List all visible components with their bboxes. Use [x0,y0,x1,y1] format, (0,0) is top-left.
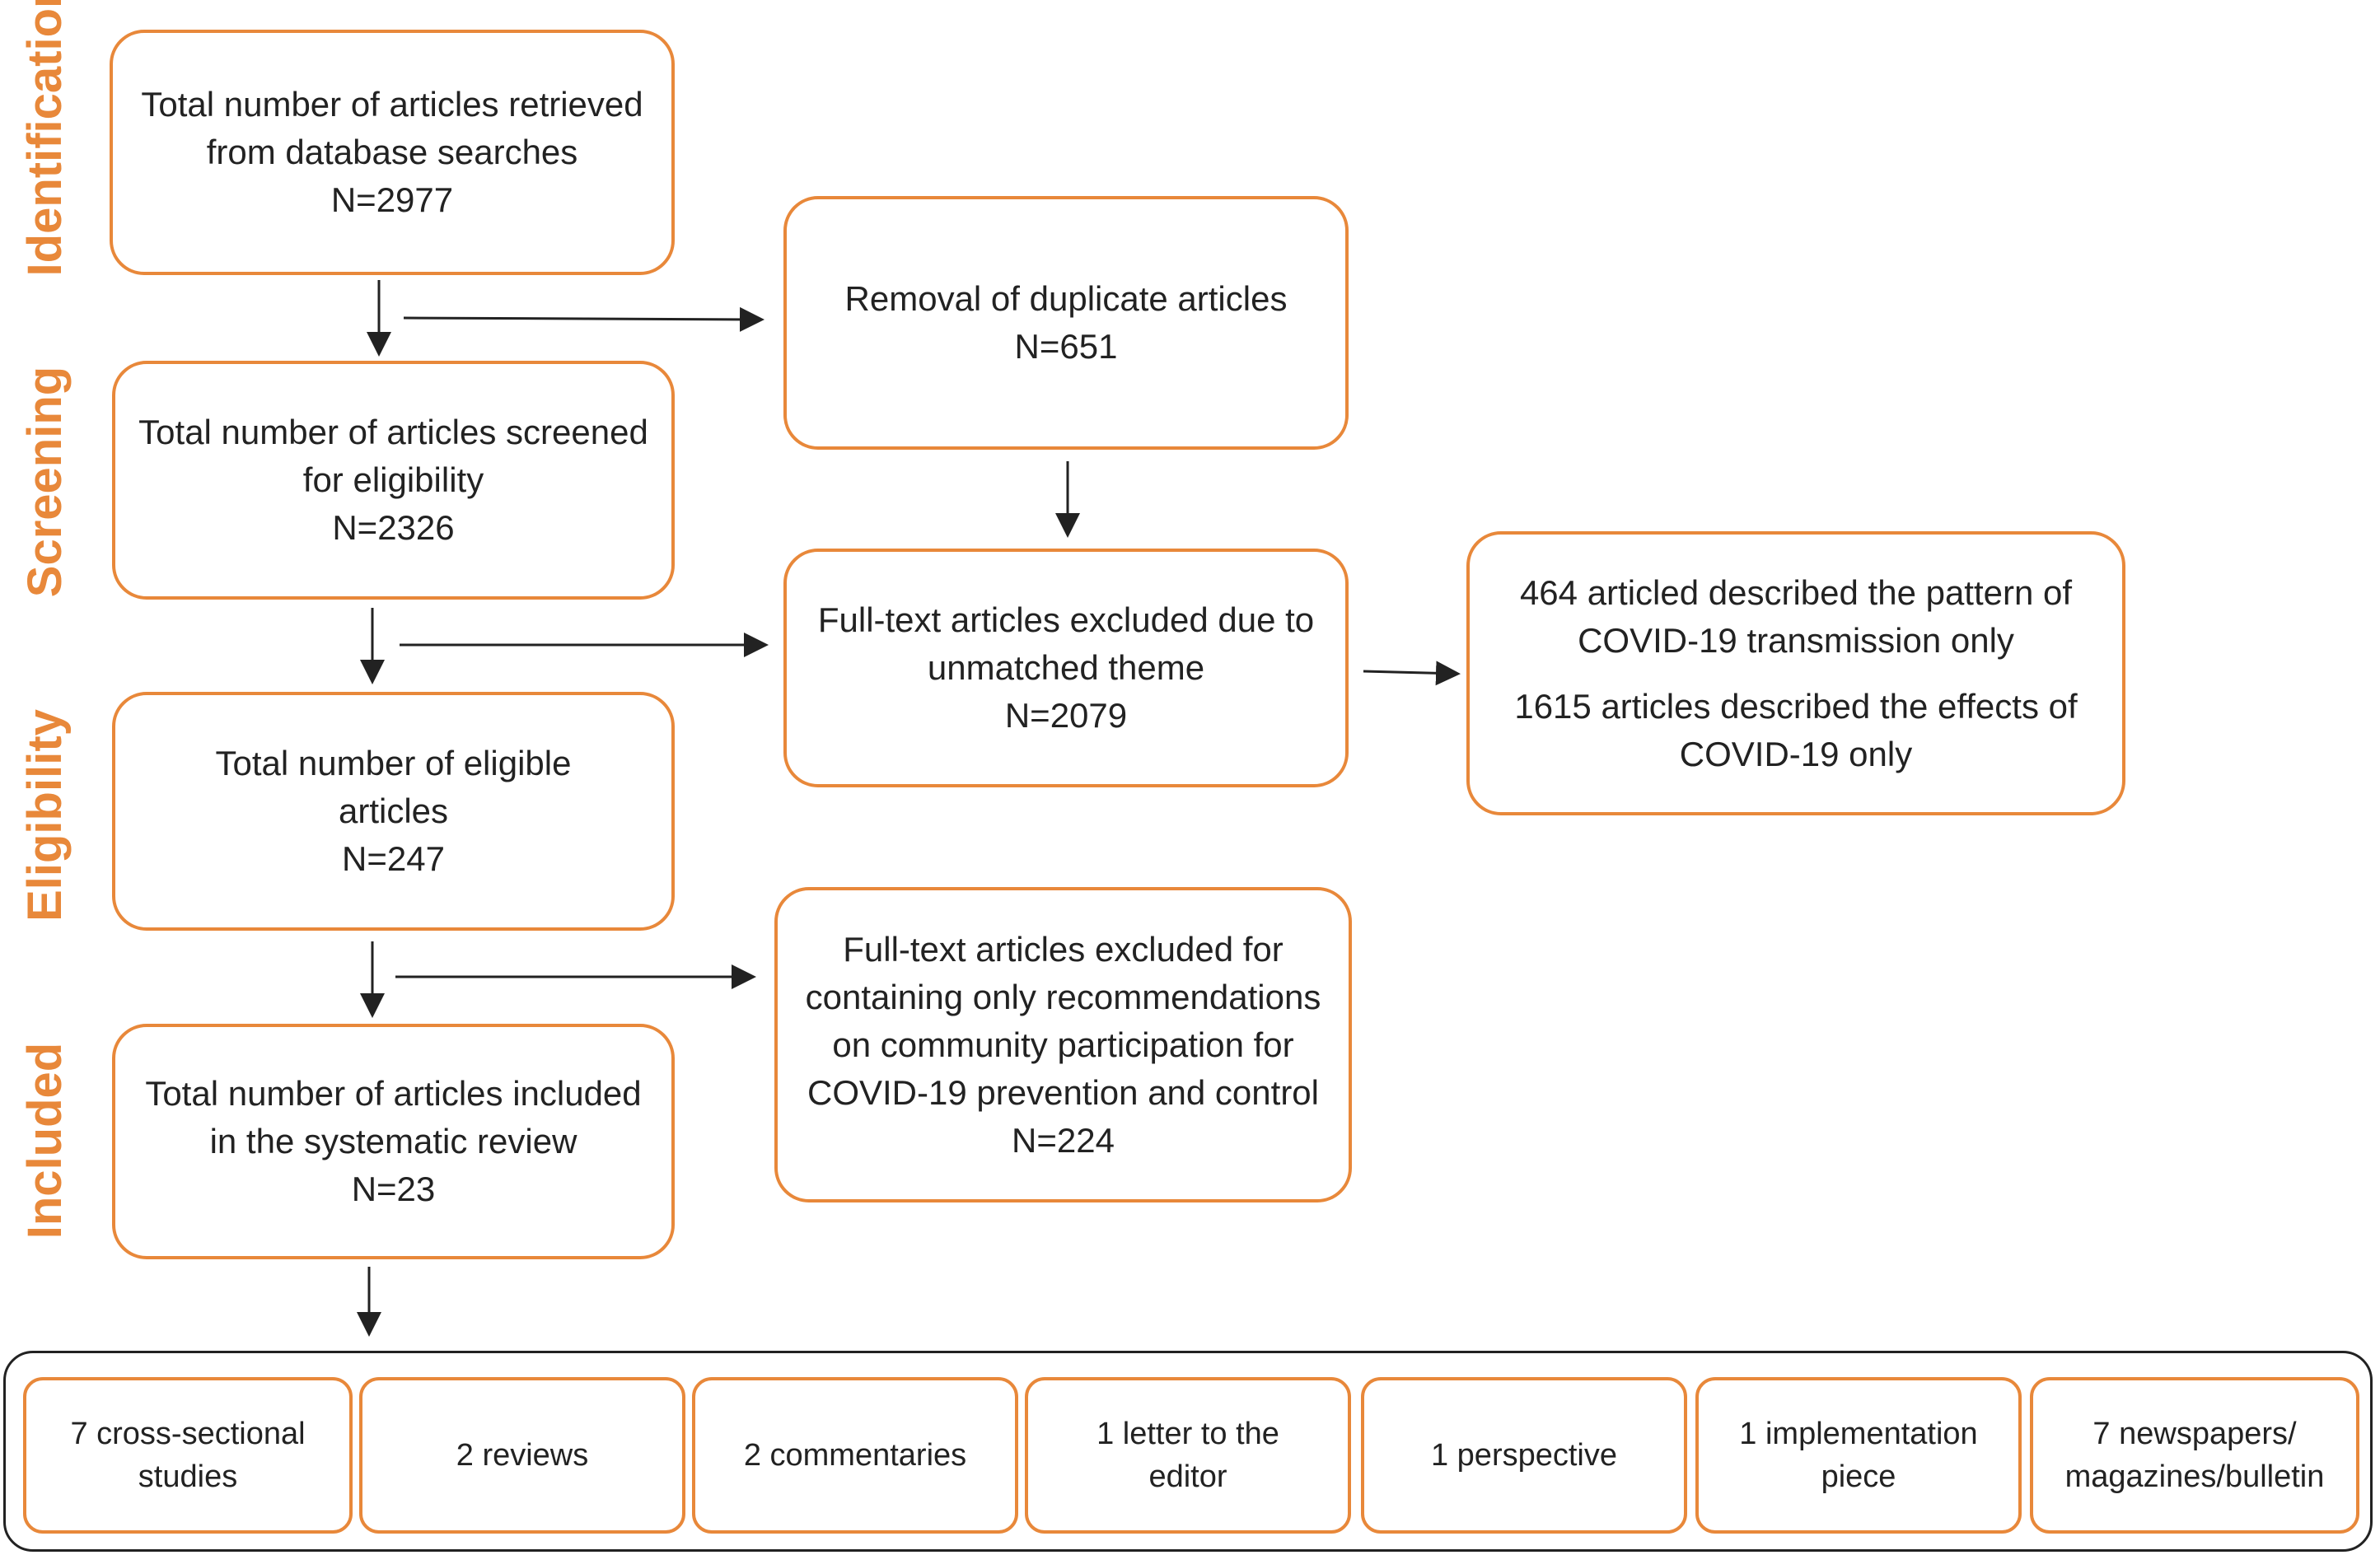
arrow-to-duplicates [403,306,764,332]
study-type-text: studies [138,1459,238,1494]
study-type-text: 7 cross-sectional [70,1417,306,1451]
box-text: in the systematic review [209,1122,577,1160]
study-type-text: 2 commentaries [743,1438,967,1473]
box-text: 464 articled described the pattern of [1519,572,2073,612]
box-text: Total number of articles retrieved [141,85,643,124]
box-text: for eligibility [302,460,484,499]
box-text: on community participation for [832,1025,1294,1064]
study-type-commentaries: 2 commentaries [692,1377,1018,1534]
box-text: Total number of articles screened [138,413,648,451]
box-text: Removal of duplicate articles [844,279,1288,318]
box-text: containing only recommendations [805,977,1321,1016]
box-text: Total number of articles included [145,1074,642,1113]
study-type-letter: 1 letter to the editor [1025,1377,1351,1534]
study-type-cross-sectional: 7 cross-sectional studies [23,1377,353,1534]
study-type-implementation: 1 implementation piece [1695,1377,2022,1534]
study-type-text: piece [1821,1459,1896,1494]
box-text: from database searches [206,133,578,171]
arrow-to-breakdown [1363,661,1461,686]
box-count: N=2977 [330,180,454,219]
included-box: Total number of articles included in the… [112,1024,675,1259]
eligible-box: Total number of eligible articles N=247 [112,692,675,931]
box-text: COVID-19 only [1679,734,1913,773]
box-text: 1615 articles described the effects of [1514,686,2078,726]
study-type-text: magazines/bulletin [2064,1459,2325,1494]
box-text: Full-text articles excluded for [843,929,1284,969]
box-count: N=247 [342,839,445,878]
study-type-text: 1 implementation [1739,1417,1978,1451]
excluded-recommendations-box: Full-text articles excluded for containi… [774,887,1352,1202]
exclusion-breakdown-box: 464 articled described the pattern of CO… [1466,531,2125,815]
box-text: COVID-19 prevention and control [807,1072,1319,1112]
study-type-text: editor [1148,1459,1227,1494]
study-type-reviews: 2 reviews [359,1377,685,1534]
box-count: N=2079 [1004,696,1128,735]
study-type-text: 7 newspapers/ [2092,1417,2297,1451]
study-type-text: 1 perspective [1430,1438,1617,1473]
box-text: COVID-19 transmission only [1578,620,2014,660]
box-text: Full-text articles excluded due to [817,600,1315,639]
study-types-container [3,1351,2373,1552]
box-text: articles [338,792,449,830]
box-count: N=651 [1014,327,1118,366]
screened-box: Total number of articles screened for el… [112,361,675,600]
excluded-theme-box: Full-text articles excluded due to unmat… [783,549,1349,787]
box-count: N=23 [351,1170,436,1208]
study-type-perspective: 1 perspective [1361,1377,1687,1534]
box-text: Total number of eligible [215,744,572,782]
box-count: N=224 [1012,1120,1115,1160]
box-text: unmatched theme [927,648,1205,687]
study-type-newspapers: 7 newspapers/ magazines/bulletin [2030,1377,2359,1534]
study-type-text: 1 letter to the [1096,1417,1279,1451]
retrieved-box: Total number of articles retrieved from … [110,30,675,275]
box-count: N=2326 [332,508,455,547]
study-type-text: 2 reviews [456,1438,589,1473]
duplicates-box: Removal of duplicate articles N=651 [783,196,1349,450]
